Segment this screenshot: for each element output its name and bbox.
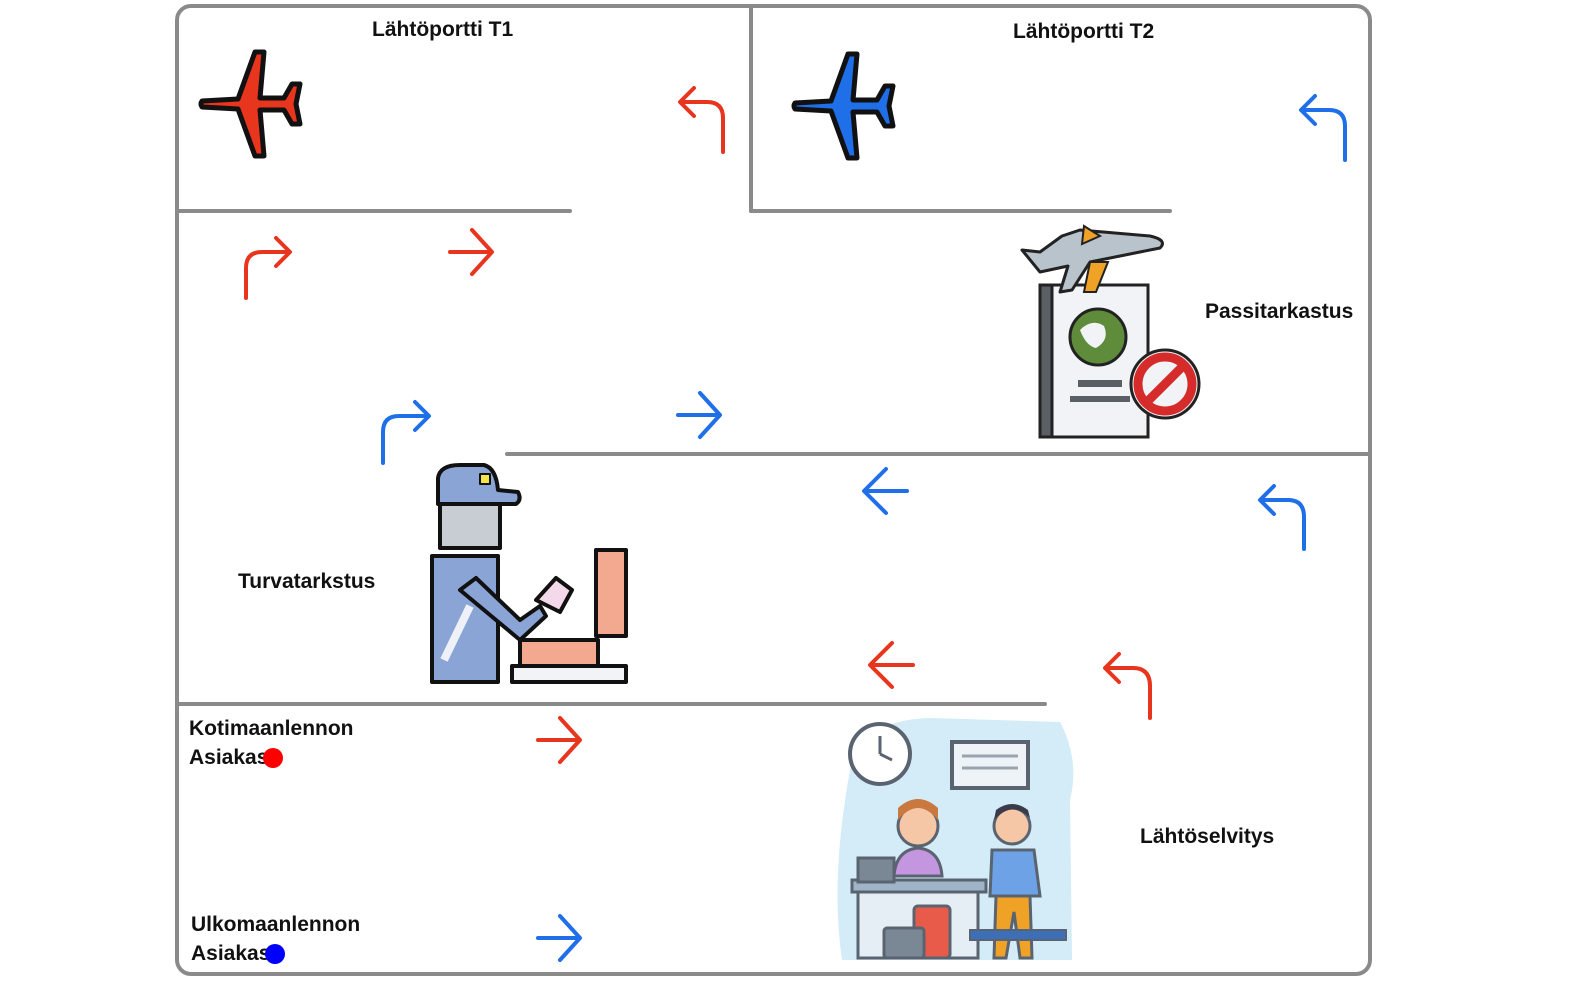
- security-check-label: Turvatarkstus: [238, 570, 375, 593]
- security-officer-icon: [430, 463, 628, 684]
- arrow-blue-right-1: [676, 391, 722, 439]
- legend-domestic-dot: [263, 748, 283, 768]
- legend: Kotimaanlennon Asiakas Ulkomaanlennon As…: [189, 717, 360, 965]
- arrow-blue-turn-left-1: [1258, 484, 1306, 551]
- legend-domestic-line1: Kotimaanlennon: [189, 717, 354, 740]
- gate-t2-label: Lähtöportti T2: [1013, 20, 1154, 43]
- arrow-blue-right-2: [536, 914, 582, 962]
- outer-wall: [175, 4, 1372, 976]
- arrow-red-turn-left-1: [1103, 652, 1152, 720]
- passport-icon: [1020, 224, 1201, 439]
- checkin-desk-icon: [837, 718, 1074, 960]
- arrow-blue-left-1: [862, 467, 909, 515]
- gate-t1-label: Lähtöportti T1: [372, 18, 513, 41]
- checkin-label: Lähtöselvitys: [1140, 825, 1274, 848]
- arrow-red-turn-left-gate-t1: [678, 86, 725, 154]
- legend-domestic-line2: Asiakas: [189, 746, 268, 769]
- arrow-red-right-1: [448, 228, 494, 276]
- legend-international-line1: Ulkomaanlennon: [191, 913, 360, 936]
- legend-international-line2: Asiakas: [191, 942, 270, 965]
- arrow-red-right-2: [536, 716, 582, 764]
- airplane-blue-icon: [794, 54, 893, 158]
- arrow-red-left-1: [868, 641, 915, 689]
- passport-control-label: Passitarkastus: [1205, 300, 1353, 323]
- legend-international-dot: [265, 944, 285, 964]
- walls: [175, 4, 1372, 976]
- arrow-blue-turn-right-1: [381, 400, 431, 465]
- arrow-blue-turn-left-gate-t2: [1299, 94, 1347, 162]
- airplane-red-icon: [201, 52, 300, 156]
- arrow-red-turn-right-1: [244, 236, 292, 300]
